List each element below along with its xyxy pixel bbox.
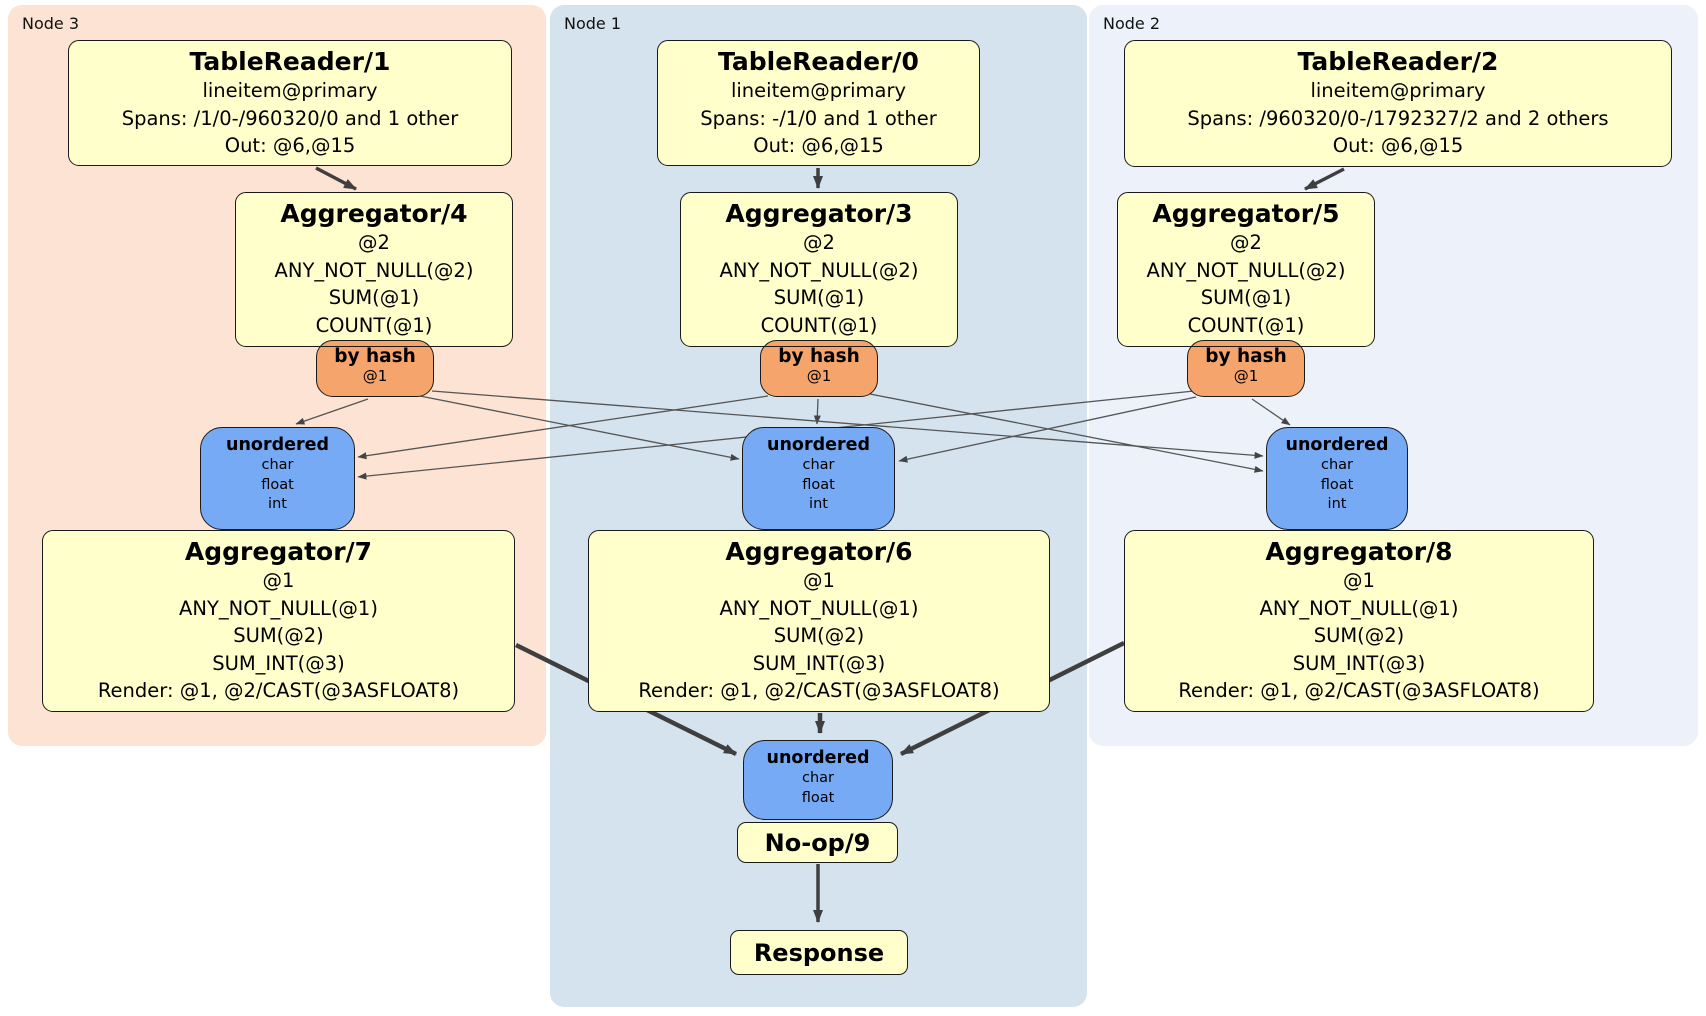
agg-render-line: Render: @1, @2/CAST(@3ASFLOAT8) bbox=[638, 679, 1000, 702]
agg-line: COUNT(@1) bbox=[1187, 313, 1305, 337]
router-title: by hash bbox=[778, 346, 860, 367]
agg-line: COUNT(@1) bbox=[760, 313, 878, 337]
processor-title: No-op/9 bbox=[764, 828, 871, 857]
processor-title: Aggregator/3 bbox=[725, 199, 913, 228]
region-label-node-2: Node 2 bbox=[1103, 14, 1161, 33]
region-label-node-1: Node 1 bbox=[564, 14, 622, 33]
sync-title: unordered bbox=[1285, 435, 1389, 455]
sync-type: char bbox=[801, 770, 834, 786]
agg-line: SUM_INT(@3) bbox=[752, 651, 886, 675]
processor-response: Response bbox=[730, 930, 908, 975]
agg-render-line: Render: @1, @2/CAST(@3ASFLOAT8) bbox=[97, 679, 460, 702]
router-key: @1 bbox=[806, 367, 832, 385]
router-key: @1 bbox=[362, 367, 388, 385]
agg-line: SUM(@1) bbox=[1200, 286, 1292, 309]
out-line: Out: @6,@15 bbox=[1332, 134, 1464, 157]
processor-title: Aggregator/8 bbox=[1265, 537, 1453, 566]
agg-line: ANY_NOT_NULL(@2) bbox=[274, 258, 474, 282]
sync-type: float bbox=[261, 476, 294, 493]
agg-line: SUM_INT(@3) bbox=[212, 651, 345, 675]
agg-line: @2 bbox=[358, 231, 390, 254]
sync-title: unordered bbox=[766, 748, 870, 768]
agg-line: SUM(@2) bbox=[233, 624, 324, 647]
agg8-top-border-through-sync bbox=[1266, 529, 1408, 532]
sync-type: float bbox=[1320, 476, 1354, 493]
sync-unordered-node2: unordered char float int bbox=[1266, 427, 1408, 530]
agg-render-line: Render: @1, @2/CAST(@3ASFLOAT8) bbox=[1178, 679, 1540, 702]
processor-title: Response bbox=[753, 938, 885, 967]
router-by-hash-node3: by hash @1 bbox=[316, 340, 434, 397]
agg3-bottom-border-through-router bbox=[760, 345, 878, 348]
agg-line: ANY_NOT_NULL(@1) bbox=[1259, 596, 1459, 620]
index-line: lineitem@primary bbox=[202, 79, 378, 102]
agg5-bottom-border-through-router bbox=[1187, 345, 1305, 348]
agg-line: COUNT(@1) bbox=[315, 313, 433, 337]
processor-title: TableReader/2 bbox=[1297, 47, 1499, 76]
agg-line: ANY_NOT_NULL(@1) bbox=[719, 596, 919, 620]
agg-line: SUM(@2) bbox=[1313, 624, 1405, 647]
agg-line: ANY_NOT_NULL(@2) bbox=[1146, 258, 1346, 282]
processor-tablereader-2: TableReader/2 lineitem@primary Spans: /9… bbox=[1124, 40, 1672, 167]
agg6-top-border-through-sync bbox=[742, 529, 895, 532]
router-key: @1 bbox=[1233, 367, 1259, 385]
processor-title: TableReader/1 bbox=[189, 47, 391, 76]
agg7-top-border-through-sync bbox=[200, 529, 355, 532]
index-line: lineitem@primary bbox=[1310, 79, 1486, 102]
router-by-hash-node1: by hash @1 bbox=[760, 340, 878, 397]
sync-unordered-node1: unordered char float int bbox=[742, 427, 895, 530]
processor-title: Aggregator/4 bbox=[280, 199, 468, 228]
out-line: Out: @6,@15 bbox=[753, 134, 884, 157]
processor-tablereader-0: TableReader/0 lineitem@primary Spans: -/… bbox=[657, 40, 980, 166]
sync-type: char bbox=[1320, 457, 1353, 473]
router-title: by hash bbox=[1205, 346, 1287, 367]
agg-line: SUM_INT(@3) bbox=[1292, 651, 1426, 675]
agg-line: SUM(@1) bbox=[328, 286, 420, 309]
processor-aggregator-7: Aggregator/7 @1 ANY_NOT_NULL(@1) SUM(@2)… bbox=[42, 530, 515, 712]
agg-line: ANY_NOT_NULL(@1) bbox=[179, 596, 378, 620]
processor-tablereader-1: TableReader/1 lineitem@primary Spans: /1… bbox=[68, 40, 512, 166]
router-title: by hash bbox=[334, 346, 416, 367]
sync-type: int bbox=[268, 496, 287, 512]
processor-title: Aggregator/5 bbox=[1152, 199, 1340, 228]
sync-unordered-final: unordered char float bbox=[743, 740, 893, 820]
sync-type: float bbox=[802, 476, 835, 493]
agg-line: SUM(@1) bbox=[773, 286, 865, 309]
agg-line: @2 bbox=[1230, 231, 1262, 254]
agg-line: @1 bbox=[1343, 569, 1375, 592]
agg-line: @2 bbox=[803, 231, 835, 254]
sync-unordered-node3: unordered char float int bbox=[200, 427, 355, 530]
sync-type: int bbox=[809, 496, 828, 512]
agg4-bottom-border-through-router bbox=[316, 345, 434, 348]
spans-line: Spans: /960320/0-/1792327/2 and 2 others bbox=[1187, 106, 1609, 130]
index-line: lineitem@primary bbox=[730, 79, 907, 102]
sync-title: unordered bbox=[767, 435, 870, 455]
sync-type: float bbox=[801, 789, 835, 806]
processor-title: Aggregator/6 bbox=[725, 537, 913, 566]
agg-line: @1 bbox=[803, 569, 835, 592]
router-by-hash-node2: by hash @1 bbox=[1187, 340, 1305, 397]
processor-aggregator-5: Aggregator/5 @2 ANY_NOT_NULL(@2) SUM(@1)… bbox=[1117, 192, 1375, 347]
agg-line: @1 bbox=[262, 569, 295, 592]
processor-aggregator-8: Aggregator/8 @1 ANY_NOT_NULL(@1) SUM(@2)… bbox=[1124, 530, 1594, 712]
processor-title: Aggregator/7 bbox=[184, 537, 373, 566]
agg-line: SUM(@2) bbox=[773, 624, 865, 647]
processor-title: TableReader/0 bbox=[718, 47, 919, 76]
out-line: Out: @6,@15 bbox=[224, 134, 356, 157]
region-label-node-3: Node 3 bbox=[22, 14, 80, 33]
spans-line: Spans: -/1/0 and 1 other bbox=[700, 106, 937, 130]
sync-title: unordered bbox=[226, 435, 329, 455]
processor-noop-9: No-op/9 bbox=[737, 822, 898, 863]
processor-aggregator-4: Aggregator/4 @2 ANY_NOT_NULL(@2) SUM(@1)… bbox=[235, 192, 513, 347]
processor-aggregator-6: Aggregator/6 @1 ANY_NOT_NULL(@1) SUM(@2)… bbox=[588, 530, 1050, 712]
sync-type: char bbox=[802, 457, 835, 473]
agg-line: ANY_NOT_NULL(@2) bbox=[719, 258, 919, 282]
processor-aggregator-3: Aggregator/3 @2 ANY_NOT_NULL(@2) SUM(@1)… bbox=[680, 192, 958, 347]
spans-line: Spans: /1/0-/960320/0 and 1 other bbox=[121, 106, 459, 130]
sync-type: int bbox=[1327, 496, 1347, 512]
sync-type: char bbox=[261, 457, 294, 473]
